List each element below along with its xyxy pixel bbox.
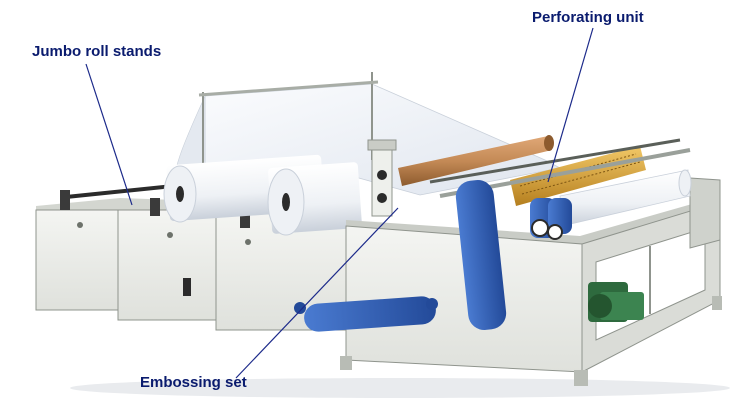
label-jumbo-roll-stands: Jumbo roll stands [32, 43, 162, 60]
blue-gear-covers [530, 198, 572, 240]
tension-bar-top [198, 80, 379, 97]
center-upright-cap [367, 139, 397, 151]
jumbo-roll-2 [267, 162, 362, 236]
left-frame-panel-1 [35, 209, 119, 311]
perforating-blade-bar [429, 138, 681, 184]
frame-bolt [77, 222, 83, 228]
drive-motor [588, 282, 644, 322]
pressure-gauge [377, 193, 387, 203]
brake-clamp [240, 210, 250, 228]
leader-jumbo-roll-stands [85, 63, 133, 206]
brake-clamp [60, 190, 70, 210]
embossing-roller [398, 135, 554, 186]
left-frame-panel-2 [117, 209, 217, 321]
label-perforating-unit: Perforating unit [532, 9, 644, 26]
blue-cover-vertical [455, 180, 507, 330]
leader-embossing-set [235, 207, 399, 379]
blue-cover-lower [304, 296, 436, 332]
frame-leg [712, 296, 722, 310]
control-cabinet [689, 177, 721, 249]
frame-bolt [245, 239, 251, 245]
rewind-log-roll [559, 169, 692, 227]
cover-knob [426, 298, 438, 310]
label-embossing-set: Embossing set [140, 374, 247, 391]
floor-shadow [70, 378, 730, 398]
brake-clamp [150, 198, 160, 216]
access-handle [183, 278, 191, 296]
frame-leg [340, 356, 352, 370]
cover-knob [294, 302, 306, 314]
frame-bolt [167, 232, 173, 238]
frame-leg [574, 370, 588, 386]
leader-perforating-unit [547, 27, 594, 183]
center-upright [371, 145, 393, 217]
pressure-gauge [377, 170, 387, 180]
